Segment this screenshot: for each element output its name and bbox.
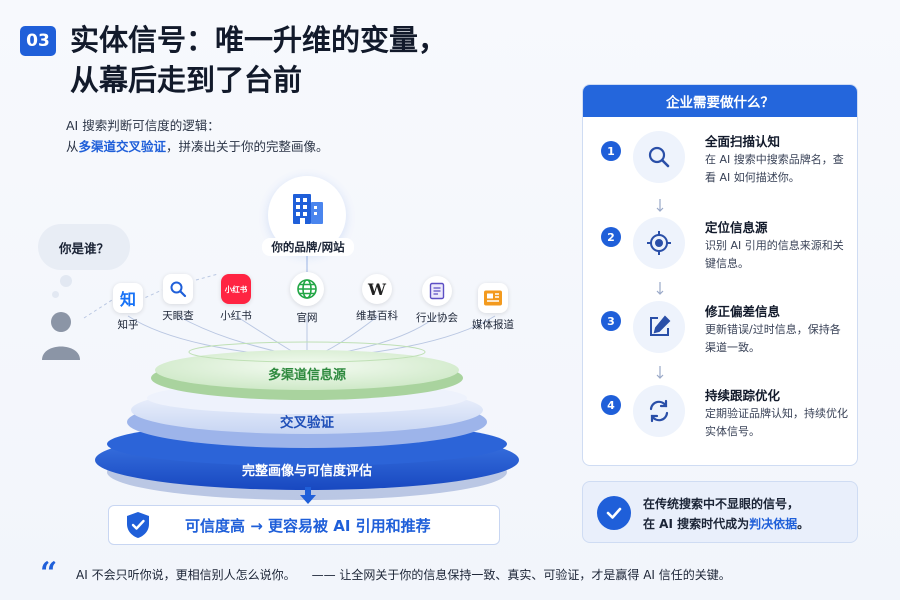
quote-mark: “: [40, 556, 58, 591]
channel-label: 知乎: [117, 319, 139, 331]
layer-profile-label: 完整画像与可信度评估: [241, 464, 372, 479]
shield-check-icon: [127, 512, 149, 538]
step-title: 修正偏差信息: [705, 304, 781, 319]
step-4: 4 持续跟踪优化 定期验证品牌认知，持续优化实体信号。: [583, 385, 857, 455]
layer-sources-label: 多渠道信息源: [267, 368, 346, 383]
step-2: 2 定位信息源 识别 AI 引用的信息来源和关键信息。: [583, 217, 857, 287]
channel-label: 天眼查: [162, 310, 194, 322]
chevron-down-icon: [656, 282, 664, 295]
bubble-dot-large: [60, 275, 72, 287]
question-text: 你是谁？: [58, 240, 109, 256]
footer-text-2: —— 让全网关于你的信息保持一致、真实、可验证，才是赢得 AI 信任的关键。: [311, 568, 731, 582]
step-3: 3 修正偏差信息 更新错误/过时信息，保持各渠道一致。: [583, 301, 857, 371]
intro-suffix: ，拼凑出关于你的完整画像。: [166, 139, 329, 154]
channel-label: 小红书: [220, 310, 252, 322]
step-desc: 更新错误/过时信息，保持各渠道一致。: [705, 323, 841, 354]
intro-text: AI 搜索判断可信度的逻辑： 从多渠道交叉验证，拼凑出关于你的完整画像。: [66, 115, 329, 157]
page-title: 实体信号：唯一升维的变量， 从幕后走到了台前: [70, 20, 490, 100]
diagram-canvas: [83, 256, 519, 500]
layer-cross-verify-label: 交叉验证: [280, 415, 334, 431]
step-number: 4: [601, 395, 621, 415]
channel-industry-association: 行业协会: [402, 276, 472, 325]
document-icon: [422, 276, 452, 306]
insight-note: 在传统搜索中不显眼的信号， 在 AI 搜索时代成为判决依据。: [582, 481, 858, 543]
xiaohongshu-icon: 小红书: [221, 274, 251, 304]
step-desc: 在 AI 搜索中搜索品牌名，查看 AI 如何描述你。: [705, 153, 844, 184]
globe-icon: [290, 272, 324, 306]
channel-label: 官网: [296, 312, 318, 324]
step-number: 1: [601, 141, 621, 161]
step-icon-circle: [633, 131, 685, 183]
title-line-2: 从幕后走到了台前: [70, 63, 303, 97]
note-line-2: 在 AI 搜索时代成为判决依据。: [643, 514, 809, 534]
intro-prefix: 从: [66, 139, 79, 154]
bubble-dot-small: [52, 291, 59, 298]
step-icon-circle: [633, 217, 685, 269]
channel-official-site: 官网: [272, 272, 342, 325]
arrow-down-icon: [300, 487, 316, 504]
edit-icon: [650, 315, 671, 336]
step-title: 持续跟踪优化: [705, 388, 781, 403]
step-title: 定位信息源: [705, 220, 768, 235]
step-number: 2: [601, 227, 621, 247]
search-icon: [648, 146, 670, 168]
action-panel: 企业需要做什么？ 1 全面扫描认知 在 AI 搜索中搜索品牌名，查看 AI 如何…: [582, 84, 858, 466]
chevron-down-icon: [656, 366, 664, 379]
panel-title: 企业需要做什么？: [583, 85, 857, 117]
step-icon-circle: [633, 301, 685, 353]
channel-xiaohongshu: 小红书 小红书: [201, 274, 271, 323]
result-box: 可信度高 → 更容易被 AI 引用和推荐: [108, 505, 500, 545]
footer-text-1: AI 不会只听你说，更相信别人怎么说你。: [76, 568, 296, 582]
note-text: 在传统搜索中不显眼的信号， 在 AI 搜索时代成为判决依据。: [643, 494, 809, 534]
search-icon: [163, 274, 193, 304]
channel-label: 维基百科: [356, 310, 398, 322]
section-number-badge: 03: [20, 26, 56, 56]
step-desc: 定期验证品牌认知，持续优化实体信号。: [705, 407, 848, 438]
brand-label: 你的品牌/网站: [262, 238, 354, 256]
zhihu-icon: 知: [113, 283, 143, 313]
step-number: 3: [601, 311, 621, 331]
wikipedia-icon: W: [362, 274, 392, 304]
channel-tianyancha: 天眼查: [143, 274, 213, 323]
step-icon-circle: [633, 385, 685, 437]
intro-line-2: 从多渠道交叉验证，拼凑出关于你的完整画像。: [66, 136, 329, 157]
result-text: 可信度高 → 更容易被 AI 引用和推荐: [185, 516, 431, 535]
step-1: 1 全面扫描认知 在 AI 搜索中搜索品牌名，查看 AI 如何描述你。: [583, 131, 857, 201]
note-line-1: 在传统搜索中不显眼的信号，: [643, 497, 800, 511]
newspaper-icon: [478, 283, 508, 313]
refresh-icon: [649, 399, 669, 423]
chevron-down-icon: [656, 199, 664, 212]
note-prefix: 在 AI 搜索时代成为: [643, 517, 750, 531]
channel-zhihu: 知 知乎: [93, 283, 163, 332]
footer-quote: AI 不会只听你说，更相信别人怎么说你。 —— 让全网关于你的信息保持一致、真实、…: [76, 566, 731, 583]
channel-label: 媒体报道: [472, 319, 514, 331]
check-icon: [597, 496, 631, 530]
intro-highlight: 多渠道交叉验证: [78, 139, 167, 154]
step-desc: 识别 AI 引用的信息来源和关键信息。: [705, 239, 844, 270]
channel-media: 媒体报道: [458, 283, 528, 332]
channel-label: 行业协会: [416, 312, 458, 324]
question-bubble: 你是谁？: [38, 224, 130, 270]
note-highlight: 判决依据: [749, 517, 798, 531]
step-title: 全面扫描认知: [705, 134, 781, 149]
person-icon: [42, 312, 80, 360]
target-icon: [647, 231, 671, 255]
building-icon: [293, 194, 323, 224]
title-line-1: 实体信号：唯一升维的变量，: [70, 23, 448, 57]
channel-wikipedia: W 维基百科: [342, 274, 412, 323]
note-suffix: 。: [797, 517, 810, 531]
intro-line-1: AI 搜索判断可信度的逻辑：: [66, 118, 220, 133]
